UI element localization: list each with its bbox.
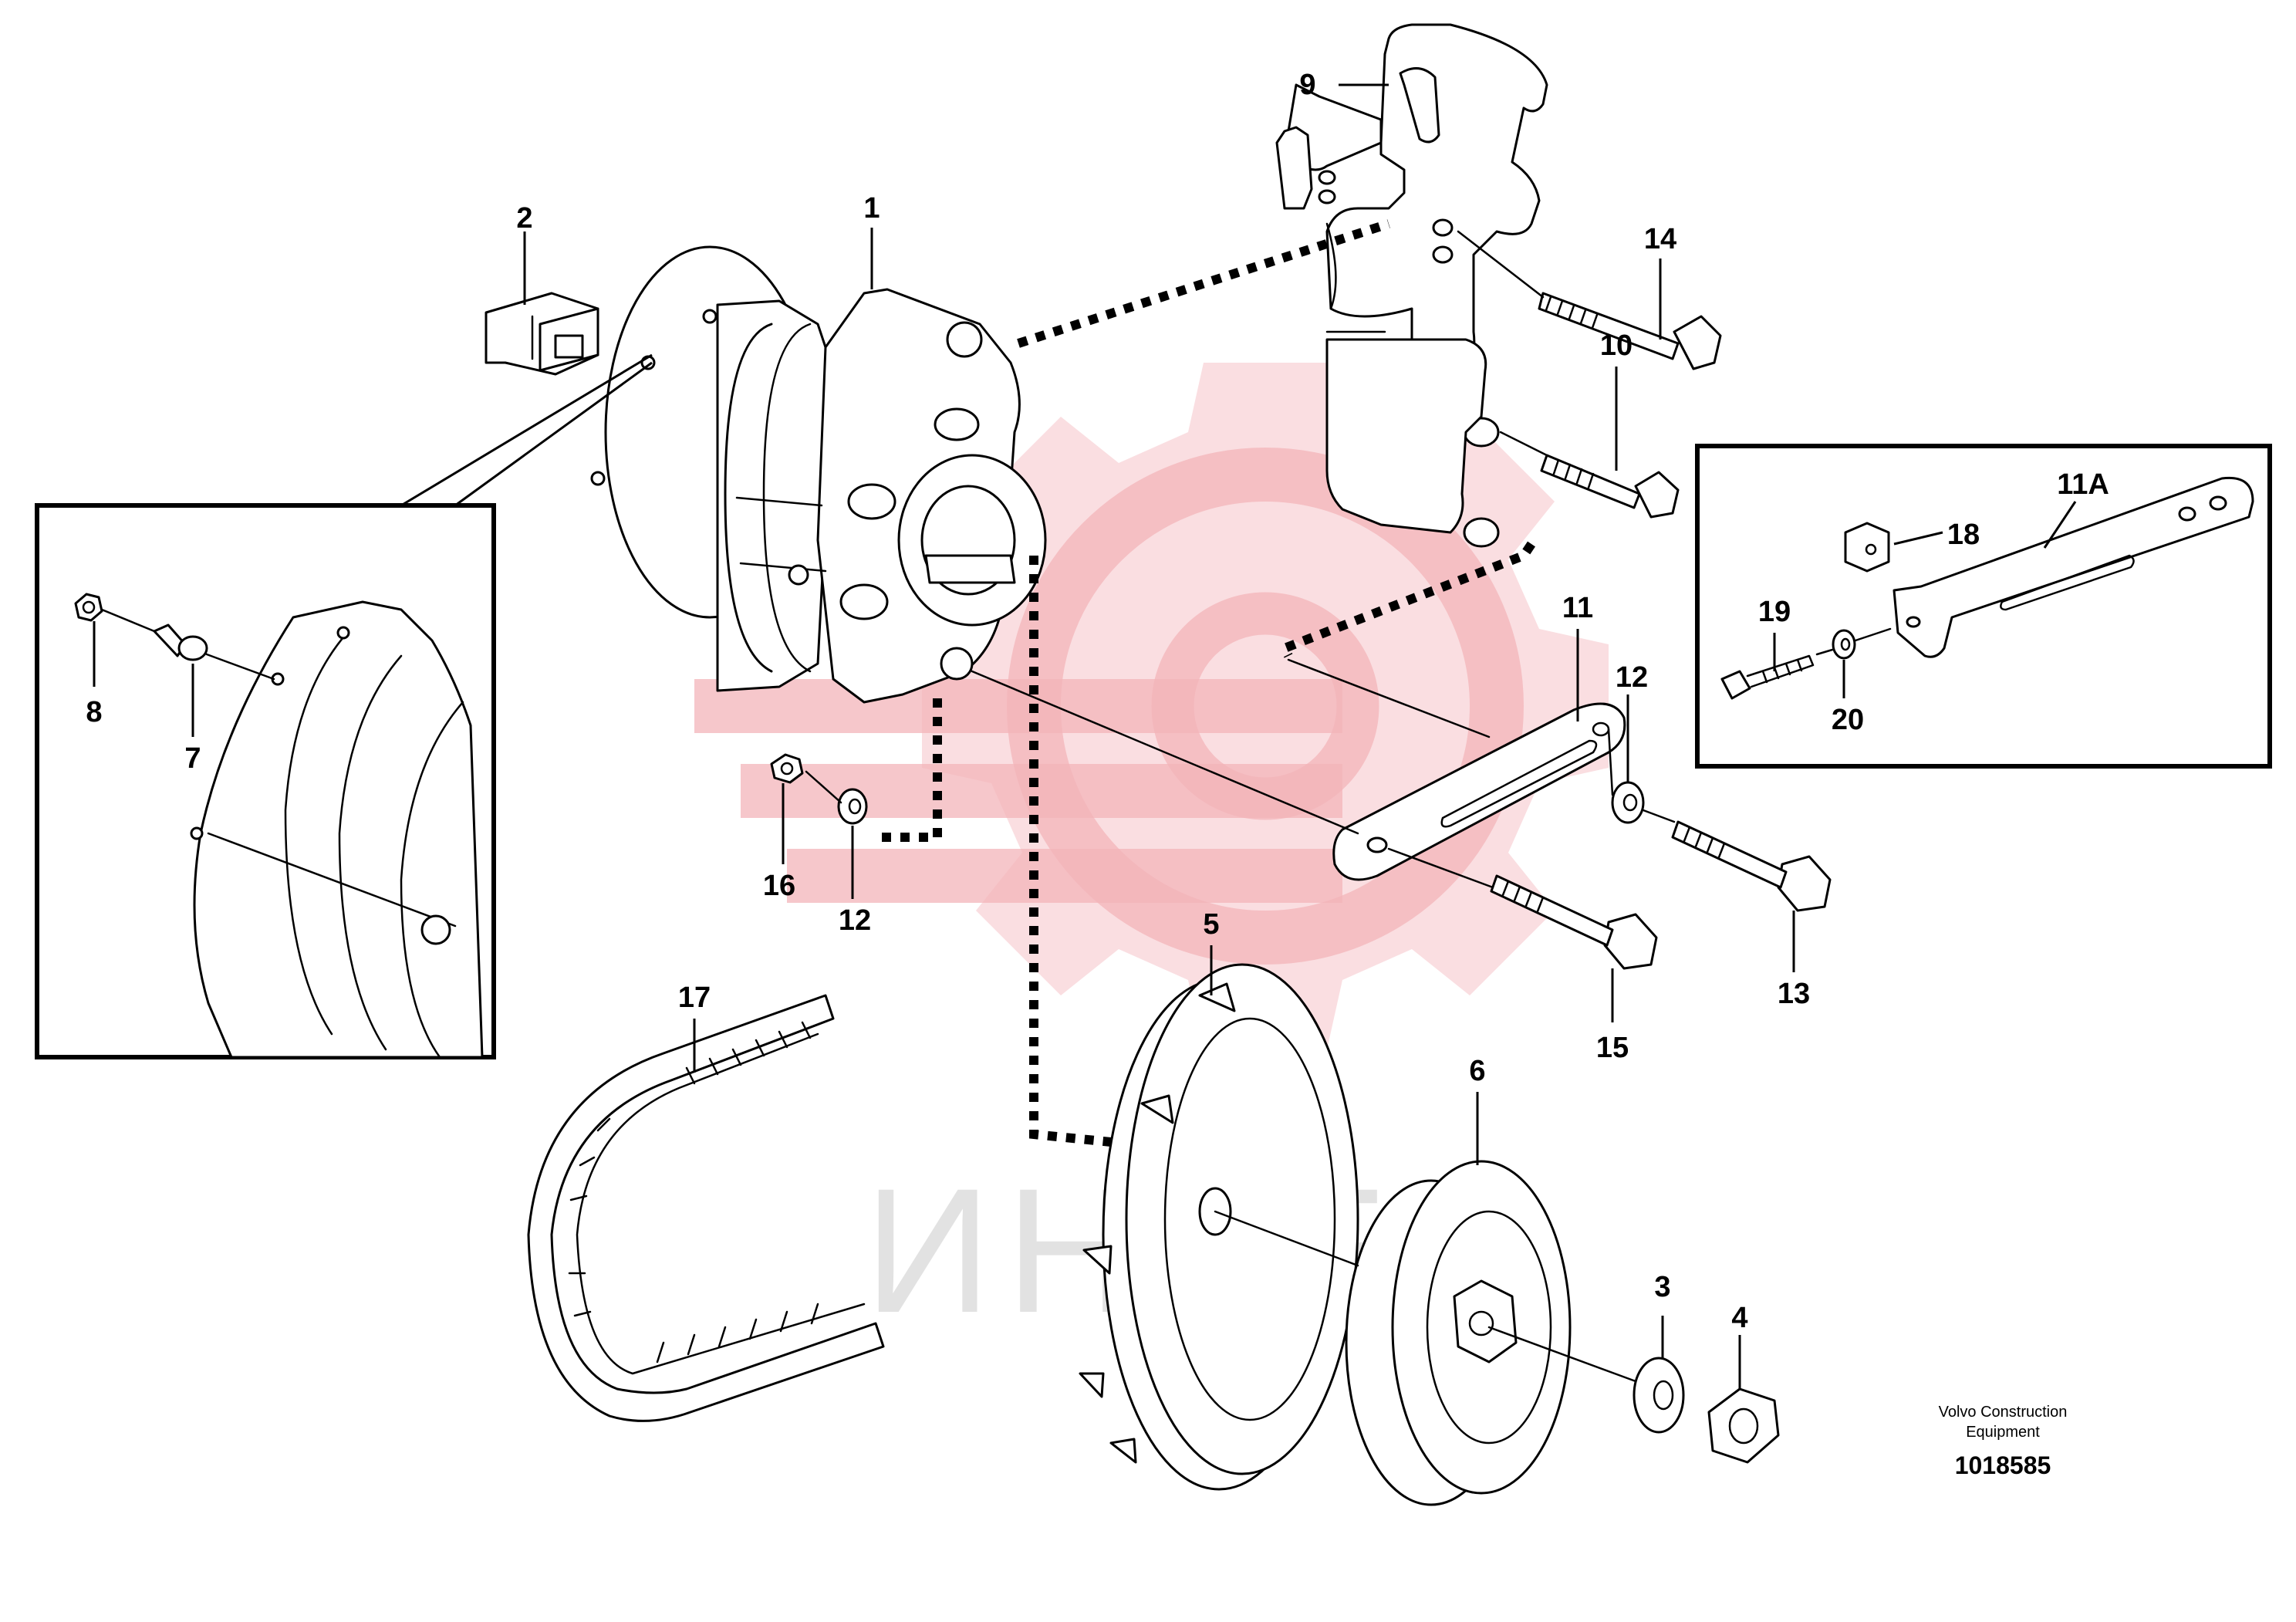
part-19-bolt (1720, 670, 1751, 700)
callout-10: 10 (1600, 329, 1633, 362)
callout-15: 15 (1596, 1032, 1629, 1064)
callout-13: 13 (1778, 978, 1810, 1010)
part-9-bracket (1275, 23, 1548, 548)
watermark-bar-3 (787, 849, 1342, 903)
callout-19: 19 (1758, 596, 1791, 628)
watermark-bar-2 (741, 764, 1342, 818)
part-14-bolt (1538, 292, 1722, 370)
callout-2: 2 (516, 202, 532, 235)
callout-5: 5 (1203, 908, 1219, 941)
callout-1: 1 (863, 192, 880, 225)
part-8-nut (74, 593, 103, 622)
callout-16: 16 (763, 870, 795, 902)
part-20-washer (1832, 629, 1856, 660)
part-12-washer-left (837, 788, 868, 825)
inset-11a-box (1695, 444, 2272, 769)
callout-3: 3 (1654, 1271, 1670, 1303)
drawing-number: 1018585 (1955, 1451, 2051, 1479)
assembly-thin-lines (805, 230, 1676, 1383)
part-1-alternator (590, 245, 1047, 704)
part-4-nut (1707, 1387, 1780, 1464)
callout-20: 20 (1832, 704, 1864, 736)
callout-18: 18 (1947, 519, 1980, 551)
company-name-line2: Equipment (1966, 1424, 2040, 1441)
part-12-washer-right (1611, 781, 1645, 824)
callout-6: 6 (1469, 1055, 1485, 1087)
part-10-bolt (1540, 454, 1680, 519)
part-2-regulator (485, 292, 599, 376)
watermark-logo (694, 363, 1609, 1049)
callout-9: 9 (1299, 69, 1315, 101)
part-11-adjusting-arm (1332, 702, 1626, 881)
company-name-line1: Volvo Construction (1939, 1404, 2068, 1421)
callout-14: 14 (1644, 223, 1676, 255)
callout-4: 4 (1731, 1302, 1747, 1334)
callout-12-right: 12 (1616, 661, 1648, 694)
leader-lines (93, 83, 2077, 1389)
callout-8: 8 (86, 696, 102, 728)
callout-7: 7 (184, 742, 201, 775)
part-5-fan (1079, 963, 1359, 1491)
callout-11: 11 (1562, 592, 1593, 624)
part-17-belt (527, 994, 885, 1422)
watermark-bar-1 (694, 679, 1342, 733)
part-11a-arm (1893, 476, 2254, 658)
part-13-bolt (1671, 820, 1832, 912)
part-3-washer (1633, 1357, 1685, 1434)
part-16-nut (770, 753, 804, 784)
callout-labels: 1 2 3 4 5 6 7 8 9 10 11 11A 12 12 13 14 … (86, 69, 2109, 1334)
assembly-dashed-lines (880, 219, 1535, 1147)
footer-block: Volvo Construction Equipment 1018585 (1939, 1404, 2068, 1479)
inset-detail-box (35, 353, 653, 1059)
part-6-pulley (1345, 1160, 1572, 1506)
callout-12-left: 12 (839, 904, 871, 937)
part-15-bolt (1490, 874, 1658, 970)
callout-11a: 11A (2057, 468, 2109, 501)
callout-17: 17 (678, 982, 711, 1014)
